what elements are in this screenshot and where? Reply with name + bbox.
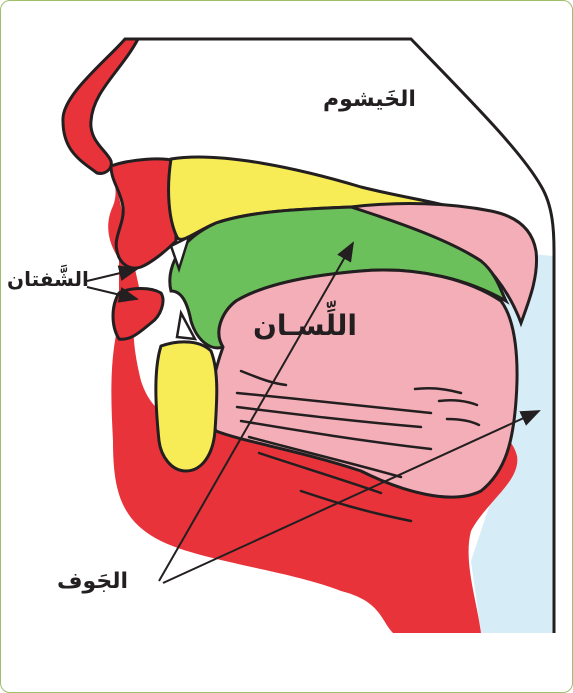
lips-label: الشَّفتان [7, 267, 89, 291]
oral-cavity-label: الجَوف [57, 569, 128, 594]
tongue-label: اللِّسـان [253, 309, 357, 342]
lower-jaw-ridge [156, 342, 217, 471]
nose [63, 39, 138, 173]
lower-lip [113, 289, 163, 340]
nasal-cavity-label: الخَيشوم [323, 87, 416, 112]
